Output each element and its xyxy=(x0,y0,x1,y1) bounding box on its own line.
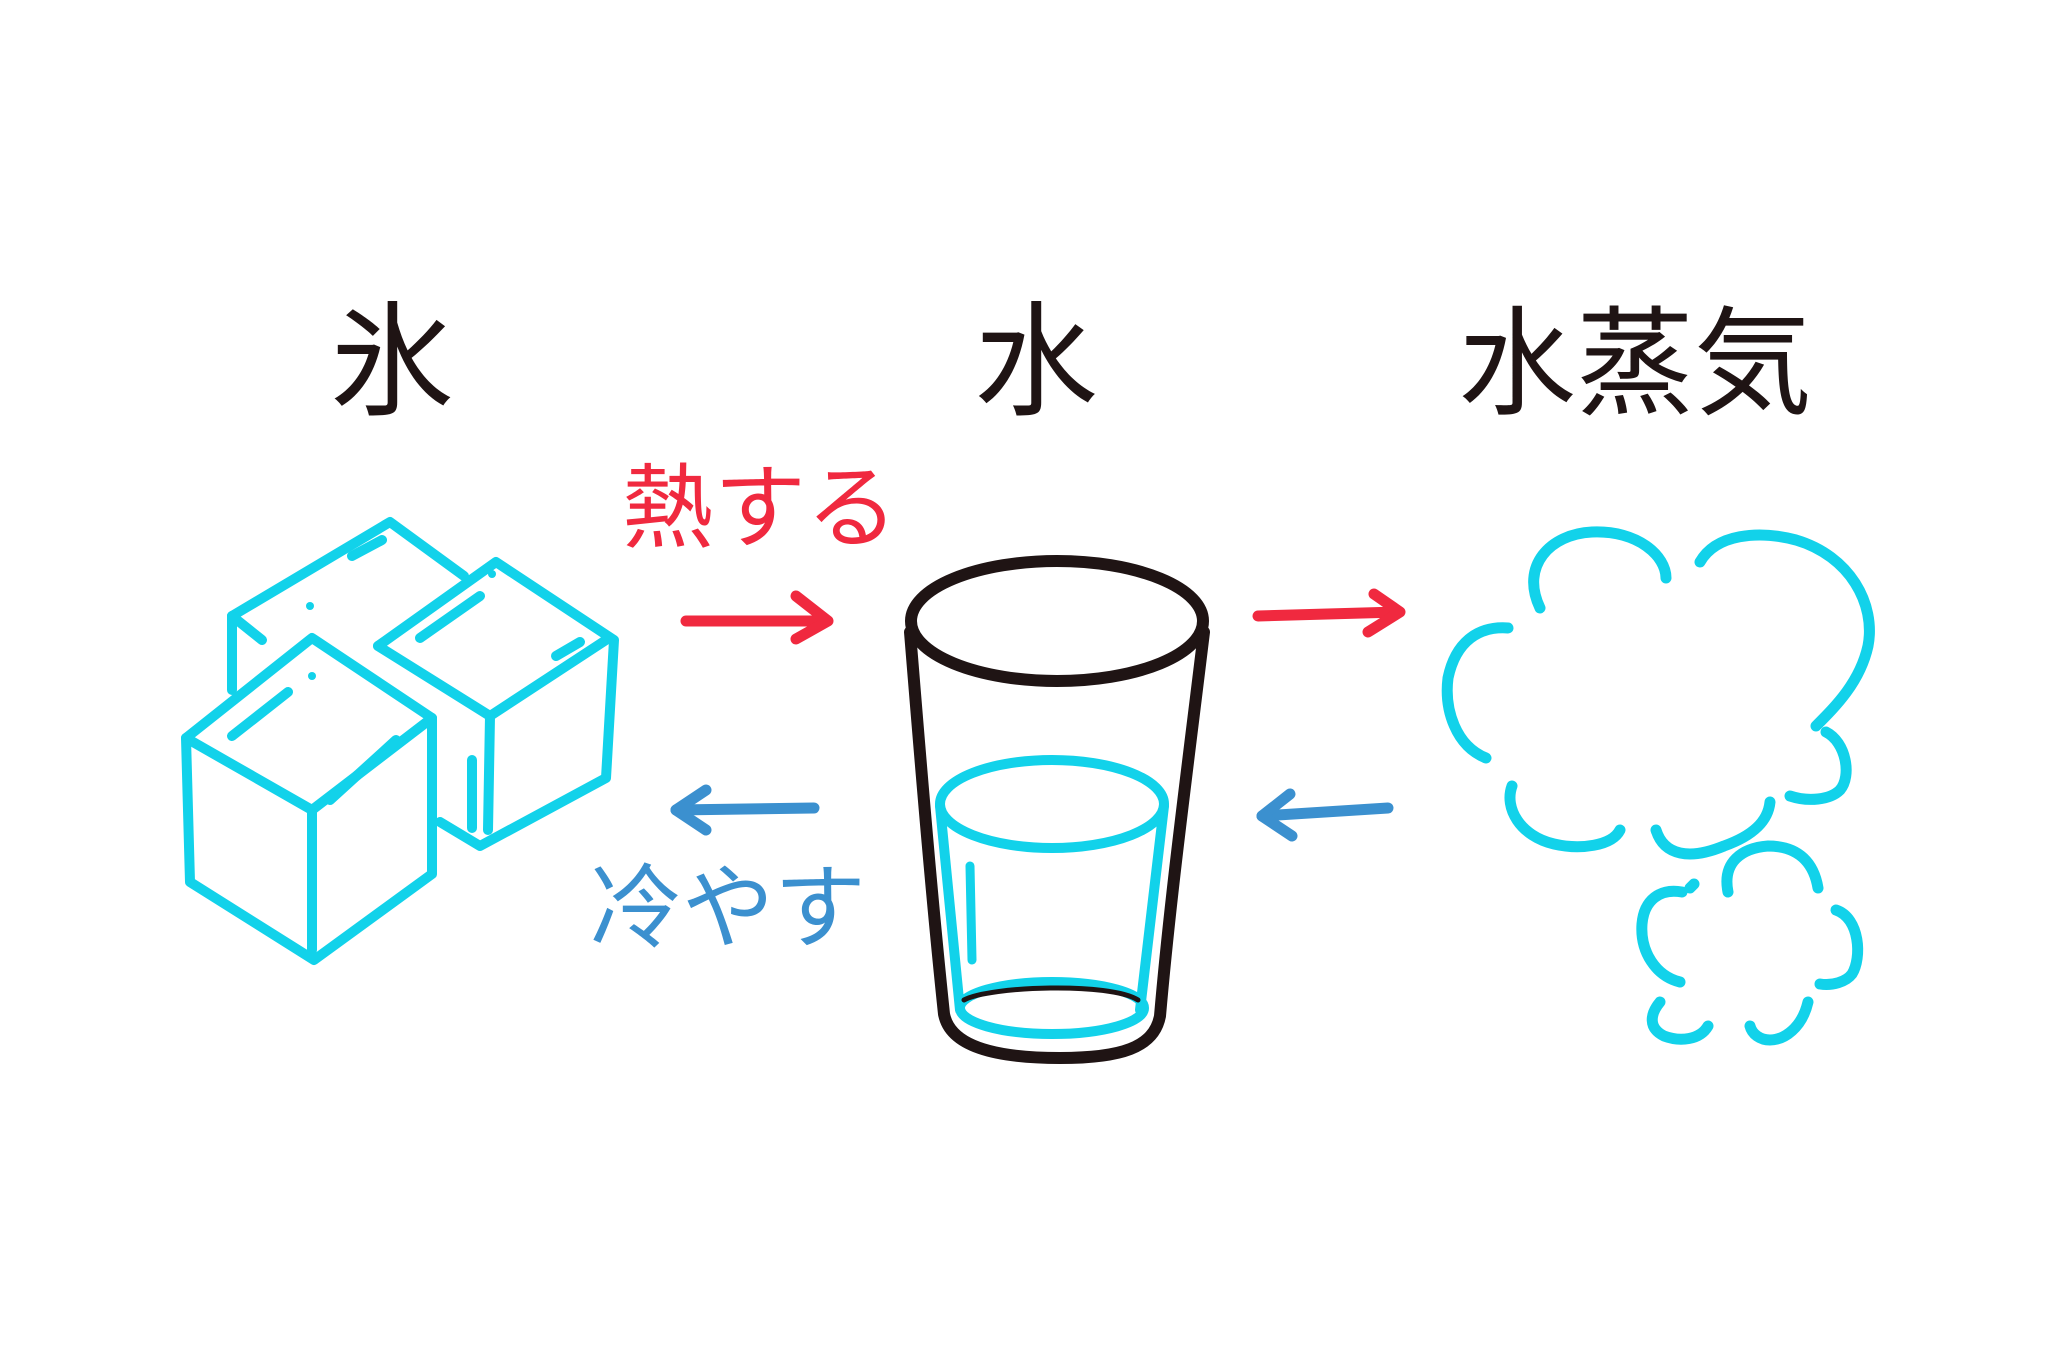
heat-arrow-ice-to-water xyxy=(680,590,834,645)
ice-cubes-icon xyxy=(181,517,619,965)
heat-arrow-water-to-vapor xyxy=(1252,588,1406,638)
steam-cloud-icon xyxy=(1441,526,1875,1046)
water-label: 水 xyxy=(974,291,1098,435)
vapor-label: 水蒸気 xyxy=(1458,295,1812,433)
glass-of-water-icon xyxy=(904,555,1210,1064)
heat-label: 熱する xyxy=(622,455,898,562)
cool-label: 冷やす xyxy=(590,855,866,962)
cool-arrow-vapor-to-water xyxy=(1256,788,1394,842)
cool-arrow-water-to-ice xyxy=(670,784,820,836)
ice-label: 氷 xyxy=(330,291,454,435)
